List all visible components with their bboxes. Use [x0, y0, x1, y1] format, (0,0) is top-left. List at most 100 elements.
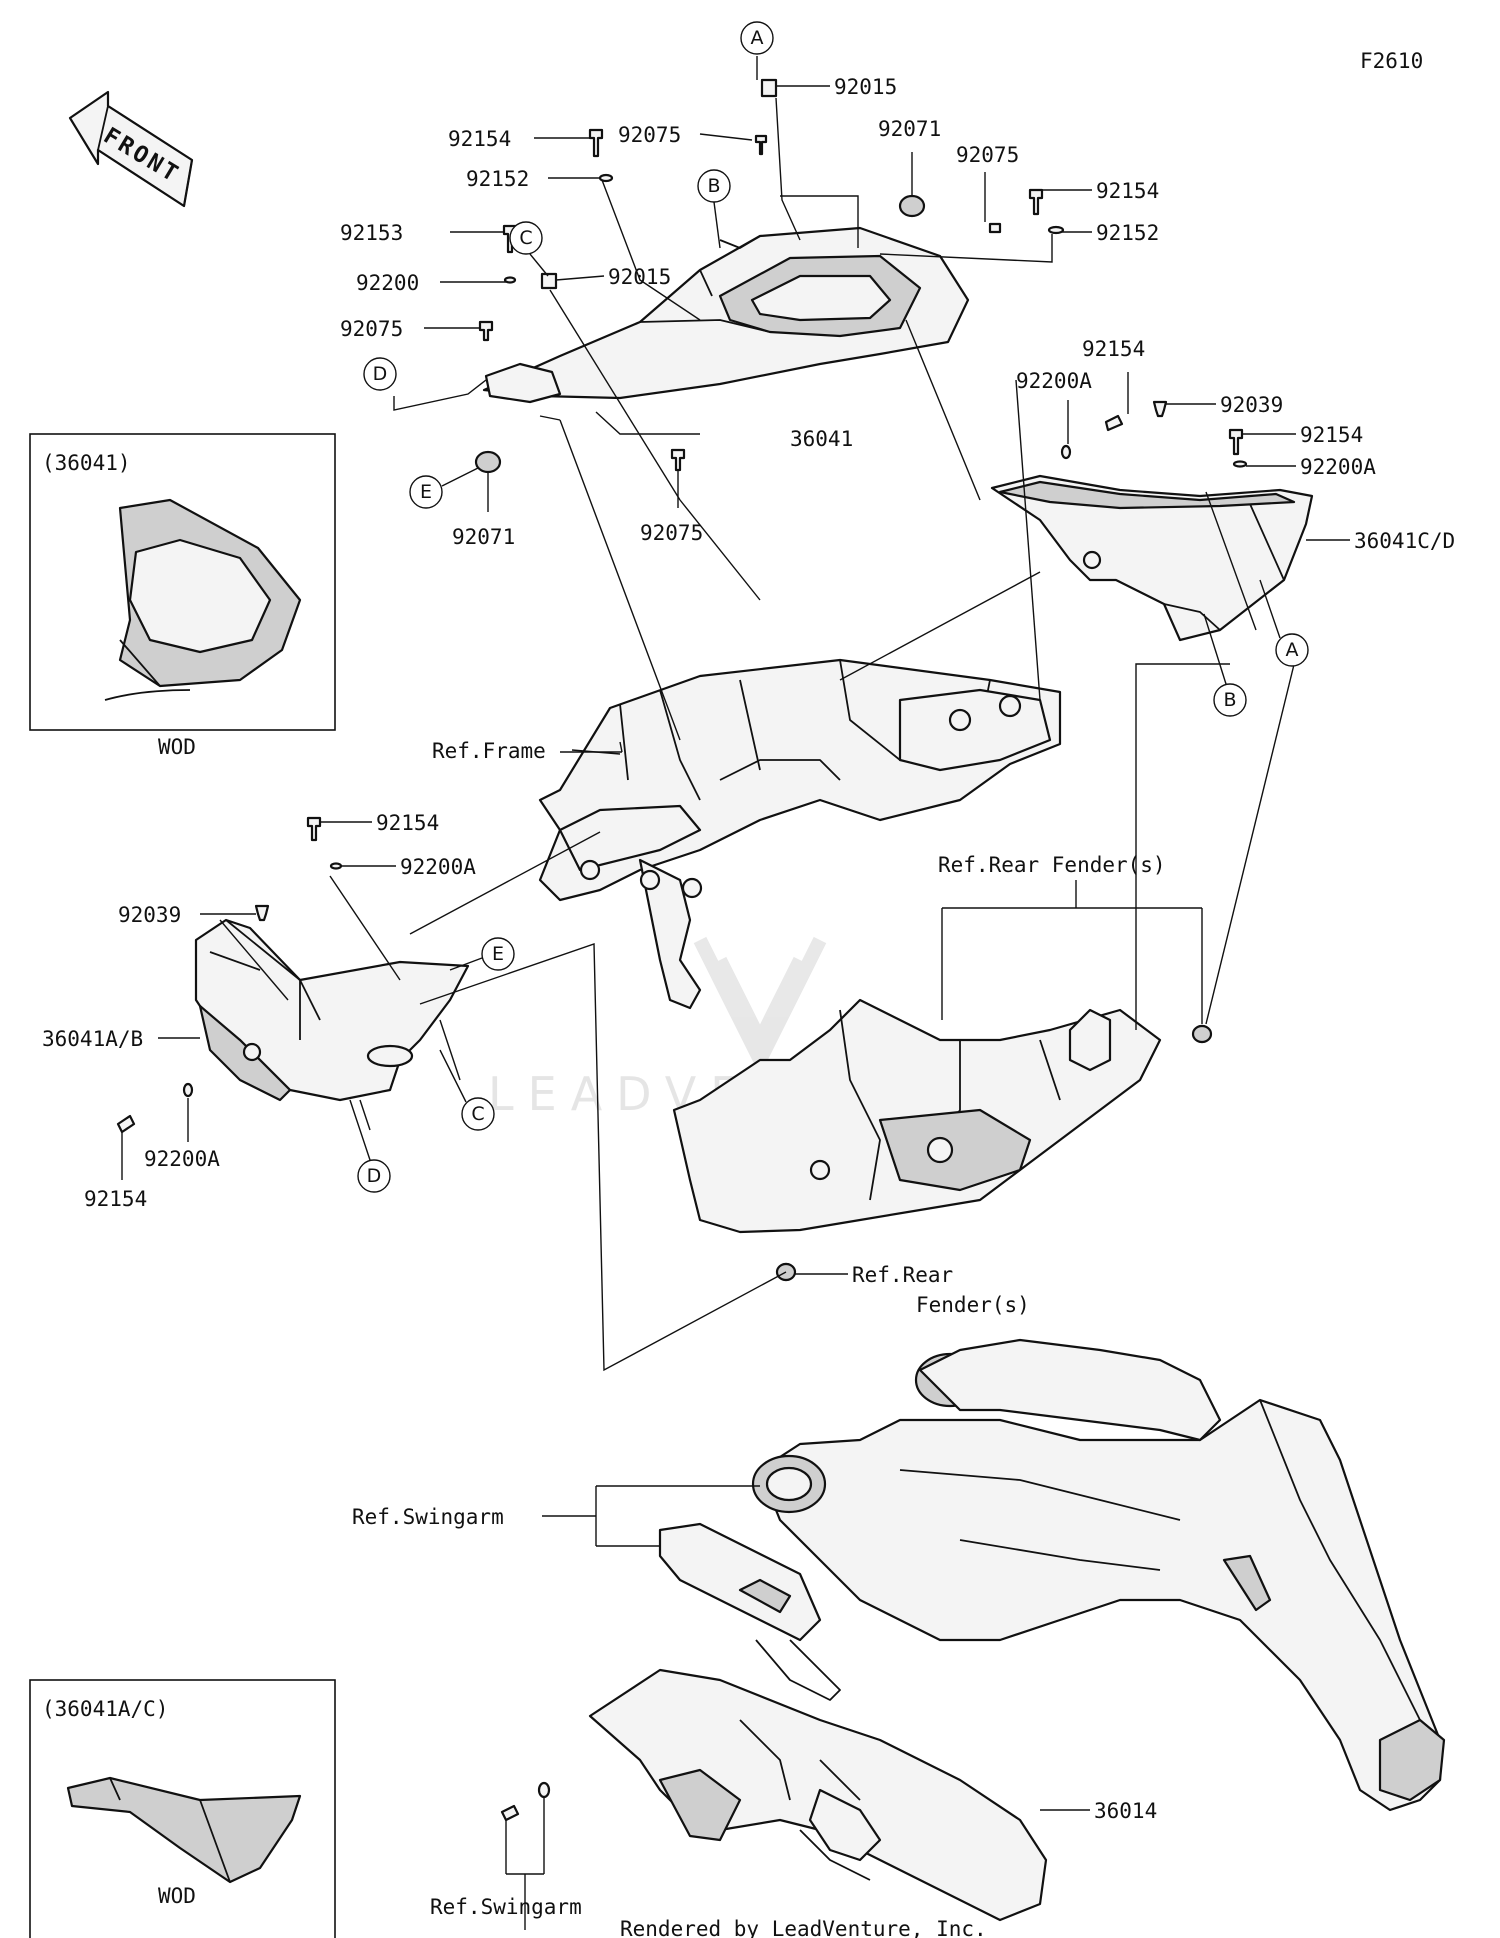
screw-92075-bottom: [670, 448, 686, 472]
ref-rear-fender-line1: Ref.Rear: [852, 1263, 953, 1287]
label-92075-top: 92075: [618, 123, 681, 147]
seat-cover-36041: [482, 226, 970, 404]
grommet-92015-top: [760, 78, 778, 98]
svg-text:E: E: [420, 481, 432, 503]
svg-text:D: D: [367, 1165, 382, 1187]
chain-guard-36014: [588, 1668, 1048, 1922]
callout-E-low: E: [481, 937, 515, 971]
rivet-92039-left: [254, 904, 270, 922]
label-92154-far: 92154: [1300, 423, 1363, 447]
label-92154-right: 92154: [1096, 179, 1159, 203]
label-92015-mid: 92015: [608, 265, 671, 289]
callout-A-top: A: [740, 21, 774, 55]
label-92154-lowcover: 92154: [376, 811, 439, 835]
label-92153: 92153: [340, 221, 403, 245]
ref-frame: Ref.Frame: [432, 739, 546, 763]
washer-92152-right: [1047, 225, 1065, 235]
inset-36041AC-title: (36041A/C): [42, 1697, 168, 1721]
callouts: A B C D E A B: [349, 21, 1309, 1193]
inset-36041AC-caption: WOD: [158, 1884, 196, 1908]
callout-E-top: E: [409, 475, 443, 509]
label-92154-topleft: 92154: [448, 127, 511, 151]
inset-36041-caption: WOD: [158, 735, 196, 759]
callout-A-right: A: [1275, 633, 1309, 667]
ref-swingarm-2: Ref.Swingarm: [430, 1895, 582, 1919]
bolt-92154-side: [1104, 414, 1124, 432]
callout-C-top: C: [509, 221, 543, 255]
inset-36041AC: (36041A/C) WOD: [29, 1679, 336, 1938]
label-92200A-side: 92200A: [1016, 369, 1092, 393]
label-92039-left: 92039: [118, 903, 181, 927]
rivet-92039-right: [1152, 400, 1168, 418]
frame-ref: [538, 658, 1062, 1010]
grommet-92015-mid: [540, 272, 558, 290]
callout-B-top: B: [697, 169, 731, 203]
bolt-92154-bottom: [116, 1114, 136, 1134]
label-92152-left: 92152: [466, 167, 529, 191]
screw-92075-top: [754, 134, 768, 156]
svg-text:E: E: [492, 943, 504, 965]
label-92200A-bottom: 92200A: [144, 1147, 220, 1171]
reference-labels: Ref.Frame Ref.Rear Fender(s) Ref.Rear Fe…: [352, 739, 1166, 1919]
label-36041: 36041: [790, 427, 853, 451]
label-92039-right: 92039: [1220, 393, 1283, 417]
inset-36041: (36041) WOD: [29, 433, 336, 759]
bolt-92154-far: [1228, 428, 1244, 456]
label-36014: 36014: [1094, 1799, 1157, 1823]
washer-92200A-bottom: [182, 1082, 194, 1098]
washer-92200A-side: [1060, 444, 1072, 460]
label-36041CD: 36041C/D: [1354, 529, 1455, 553]
label-92071-top: 92071: [878, 117, 941, 141]
screw-92075-right: [988, 222, 1002, 234]
label-92071-bottom: 92071: [452, 525, 515, 549]
nut-92071-bottom: [474, 450, 502, 474]
label-92154-side: 92154: [1082, 337, 1145, 361]
label-92200: 92200: [356, 271, 419, 295]
bolt-92154-topleft: [588, 128, 604, 158]
hardware: [116, 78, 1248, 1822]
figure-code: F2610: [1360, 49, 1423, 73]
footer-credit: Rendered by LeadVenture, Inc.: [620, 1917, 987, 1938]
inset-36041-title: (36041): [42, 451, 131, 475]
screw-92075-left: [478, 320, 494, 342]
washer-92200A-far: [1232, 460, 1248, 468]
svg-text:A: A: [751, 27, 764, 49]
label-92200A-far: 92200A: [1300, 455, 1376, 479]
bolt-swingarm: [500, 1804, 520, 1822]
callout-B-right: B: [1213, 683, 1247, 717]
ref-rear-fender-line2: Fender(s): [916, 1293, 1030, 1317]
ref-rear-fender: Ref.Rear Fender(s): [938, 853, 1166, 877]
callout-C-low: C: [461, 1097, 495, 1131]
nut-fender-right: [1191, 1024, 1213, 1044]
svg-text:C: C: [519, 227, 532, 249]
svg-text:A: A: [1286, 639, 1299, 661]
svg-text:D: D: [373, 363, 388, 385]
label-92075-right: 92075: [956, 143, 1019, 167]
svg-text:B: B: [1223, 689, 1236, 711]
front-arrow-icon: FRONT: [68, 90, 194, 208]
label-92152-right: 92152: [1096, 221, 1159, 245]
callout-D-low: D: [357, 1159, 391, 1193]
label-92075-left: 92075: [340, 317, 403, 341]
swingarm-ref: [751, 1338, 1446, 1812]
bolt-92154-right: [1028, 188, 1044, 216]
side-cover-36041AB: [194, 918, 470, 1102]
callout-D-top: D: [363, 357, 397, 391]
label-36041AB: 36041A/B: [42, 1027, 143, 1051]
washer-swingarm: [537, 1781, 551, 1799]
washer-92200A-lowcover: [329, 862, 343, 870]
side-cover-36041CD: [990, 474, 1314, 642]
leader-lines: [121, 56, 1350, 1930]
label-92154-bottom: 92154: [84, 1187, 147, 1211]
part-labels: 92015 92154 92075 92152 92071 92075 9215…: [42, 75, 1455, 1823]
label-92200A-lowcover: 92200A: [400, 855, 476, 879]
label-92015-top: 92015: [834, 75, 897, 99]
svg-text:C: C: [471, 1103, 484, 1125]
bolt-92154-lowcover: [306, 816, 322, 842]
svg-text:B: B: [707, 175, 720, 197]
ref-swingarm-1: Ref.Swingarm: [352, 1505, 504, 1529]
chain-guard-plate: [658, 1522, 841, 1701]
label-92075-bottom: 92075: [640, 521, 703, 545]
nut-92071-top: [898, 194, 926, 218]
